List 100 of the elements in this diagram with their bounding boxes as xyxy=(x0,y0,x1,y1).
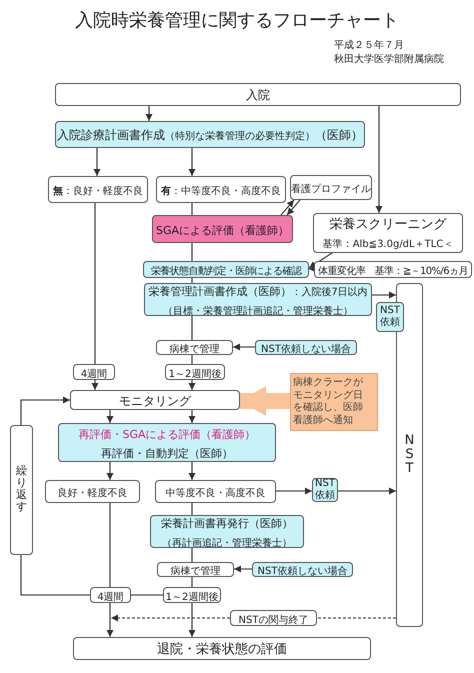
process-box xyxy=(58,423,276,462)
arrow xyxy=(188,148,196,176)
arrow xyxy=(276,488,312,494)
box-label: 無：良好・軽度不良 xyxy=(53,186,143,198)
dashed-line xyxy=(317,617,396,619)
box-label: 病棟クラークがモニタリング日を確認し、医師看護師へ通知 xyxy=(293,377,364,427)
arrow xyxy=(309,266,316,272)
arrow xyxy=(188,603,196,637)
process-box xyxy=(150,515,304,548)
arrow xyxy=(280,200,294,216)
box-label: 病棟で管理 xyxy=(170,566,220,578)
box-label: 1～2週間後 xyxy=(168,368,222,380)
box-label: 栄養計画書再発行（医師） xyxy=(161,517,293,530)
arrow xyxy=(106,462,114,480)
box-label: 再評価・SGAによる評価（看護師） xyxy=(78,428,256,442)
box-label: NST依頼しない場合 xyxy=(258,566,348,578)
connector-line xyxy=(191,316,193,340)
process-box xyxy=(313,213,463,253)
box-label: 体重変化率 基準：≧－10%/6ヵ月 xyxy=(318,266,468,278)
box-label: 有：中等度不良・高度不良 xyxy=(161,186,281,198)
connector-line xyxy=(191,243,193,261)
arrow xyxy=(92,380,98,390)
process-box xyxy=(156,176,286,203)
process-box xyxy=(48,176,148,203)
process-box xyxy=(55,121,365,148)
process-box xyxy=(155,480,276,503)
box-label: 栄養スクリーニング xyxy=(330,217,446,232)
box-label: （医師） xyxy=(315,128,363,142)
arrow xyxy=(286,200,300,216)
box-label: 栄養状態自動判定・医師による確認 xyxy=(150,266,302,278)
arrow xyxy=(20,396,70,425)
process-box xyxy=(255,340,357,355)
process-box xyxy=(252,562,353,577)
arrow xyxy=(188,410,196,423)
box-label: 基準：Alb≦3.0g/dL＋TLC＜ xyxy=(322,239,454,250)
box-label: 中等度不良・高度不良 xyxy=(166,488,266,500)
box-label: 繰り返す xyxy=(16,465,27,514)
header-note: 秋田大学医学部附属病院 xyxy=(334,52,444,66)
box-label: ：入院後7日以内 xyxy=(291,287,368,298)
connector-line xyxy=(191,503,193,515)
process-box xyxy=(45,480,140,503)
connector-line xyxy=(191,577,193,587)
arrow xyxy=(376,106,382,213)
callout-arrow xyxy=(240,386,290,416)
arrow xyxy=(146,106,152,121)
process-box xyxy=(70,390,240,410)
process-box xyxy=(73,364,115,380)
box-label: （再計画追記・管理栄養士） xyxy=(162,538,292,548)
arrow xyxy=(233,344,255,350)
arrow xyxy=(188,462,196,480)
connector-line xyxy=(191,548,193,562)
box-label: 良好・軽度不良 xyxy=(58,488,128,500)
arrow xyxy=(338,488,396,494)
assessment-box xyxy=(152,215,293,243)
box-label: 入院診療計画書作成 xyxy=(57,128,165,142)
arrow xyxy=(234,566,252,572)
arrow xyxy=(308,252,332,268)
connector-line xyxy=(131,594,163,596)
header-note: 平成２５年７月 xyxy=(334,38,404,52)
arrow xyxy=(106,603,114,637)
connector-line xyxy=(94,203,96,364)
process-box xyxy=(55,83,461,106)
box-label: NST依頼 xyxy=(380,305,400,328)
arrow xyxy=(188,380,196,390)
dashed-arrow xyxy=(111,614,230,622)
box-label: 退院・栄養状態の評価 xyxy=(157,642,287,658)
box-label: （目標・栄養管理計画追記・管理栄養士） xyxy=(163,306,353,316)
callout-box xyxy=(290,373,378,431)
process-box xyxy=(73,637,371,660)
box-label: NST xyxy=(404,434,416,476)
box-label: 病棟で管理 xyxy=(170,344,220,356)
box-label: 4週間 xyxy=(80,368,108,380)
box-label: 1～2週間後 xyxy=(166,592,218,603)
process-box xyxy=(290,175,372,200)
connector-line xyxy=(20,555,90,596)
connector-line xyxy=(191,355,193,364)
process-box xyxy=(90,587,131,603)
vertical-box xyxy=(10,425,33,555)
box-label: 栄養管理計画書作成（医師） xyxy=(148,285,292,298)
connector-line xyxy=(191,203,193,215)
box-label: NSTの関与終了 xyxy=(238,614,308,626)
box-label: NST依頼しない場合 xyxy=(261,344,351,356)
process-box xyxy=(144,283,372,316)
chart-title: 入院時栄養管理に関するフローチャート xyxy=(74,9,400,32)
box-label: 看護プロファイル xyxy=(291,184,371,196)
process-box xyxy=(156,340,233,355)
arrow xyxy=(372,292,396,298)
process-box xyxy=(143,261,309,278)
box-label: 4週間 xyxy=(97,592,124,603)
process-box xyxy=(165,364,225,380)
process-box xyxy=(230,610,317,626)
arrow xyxy=(106,410,114,423)
connector-line xyxy=(191,278,193,283)
box-label: （特別な栄養管理の必要性判定） xyxy=(165,131,315,142)
box-label: SGAによる評価（看護師） xyxy=(156,224,290,237)
arrow xyxy=(94,148,100,176)
box-label: NST依頼 xyxy=(314,478,336,502)
box-label: モニタリング xyxy=(119,394,191,408)
box-label: 入院 xyxy=(246,88,270,102)
process-box xyxy=(157,562,234,577)
